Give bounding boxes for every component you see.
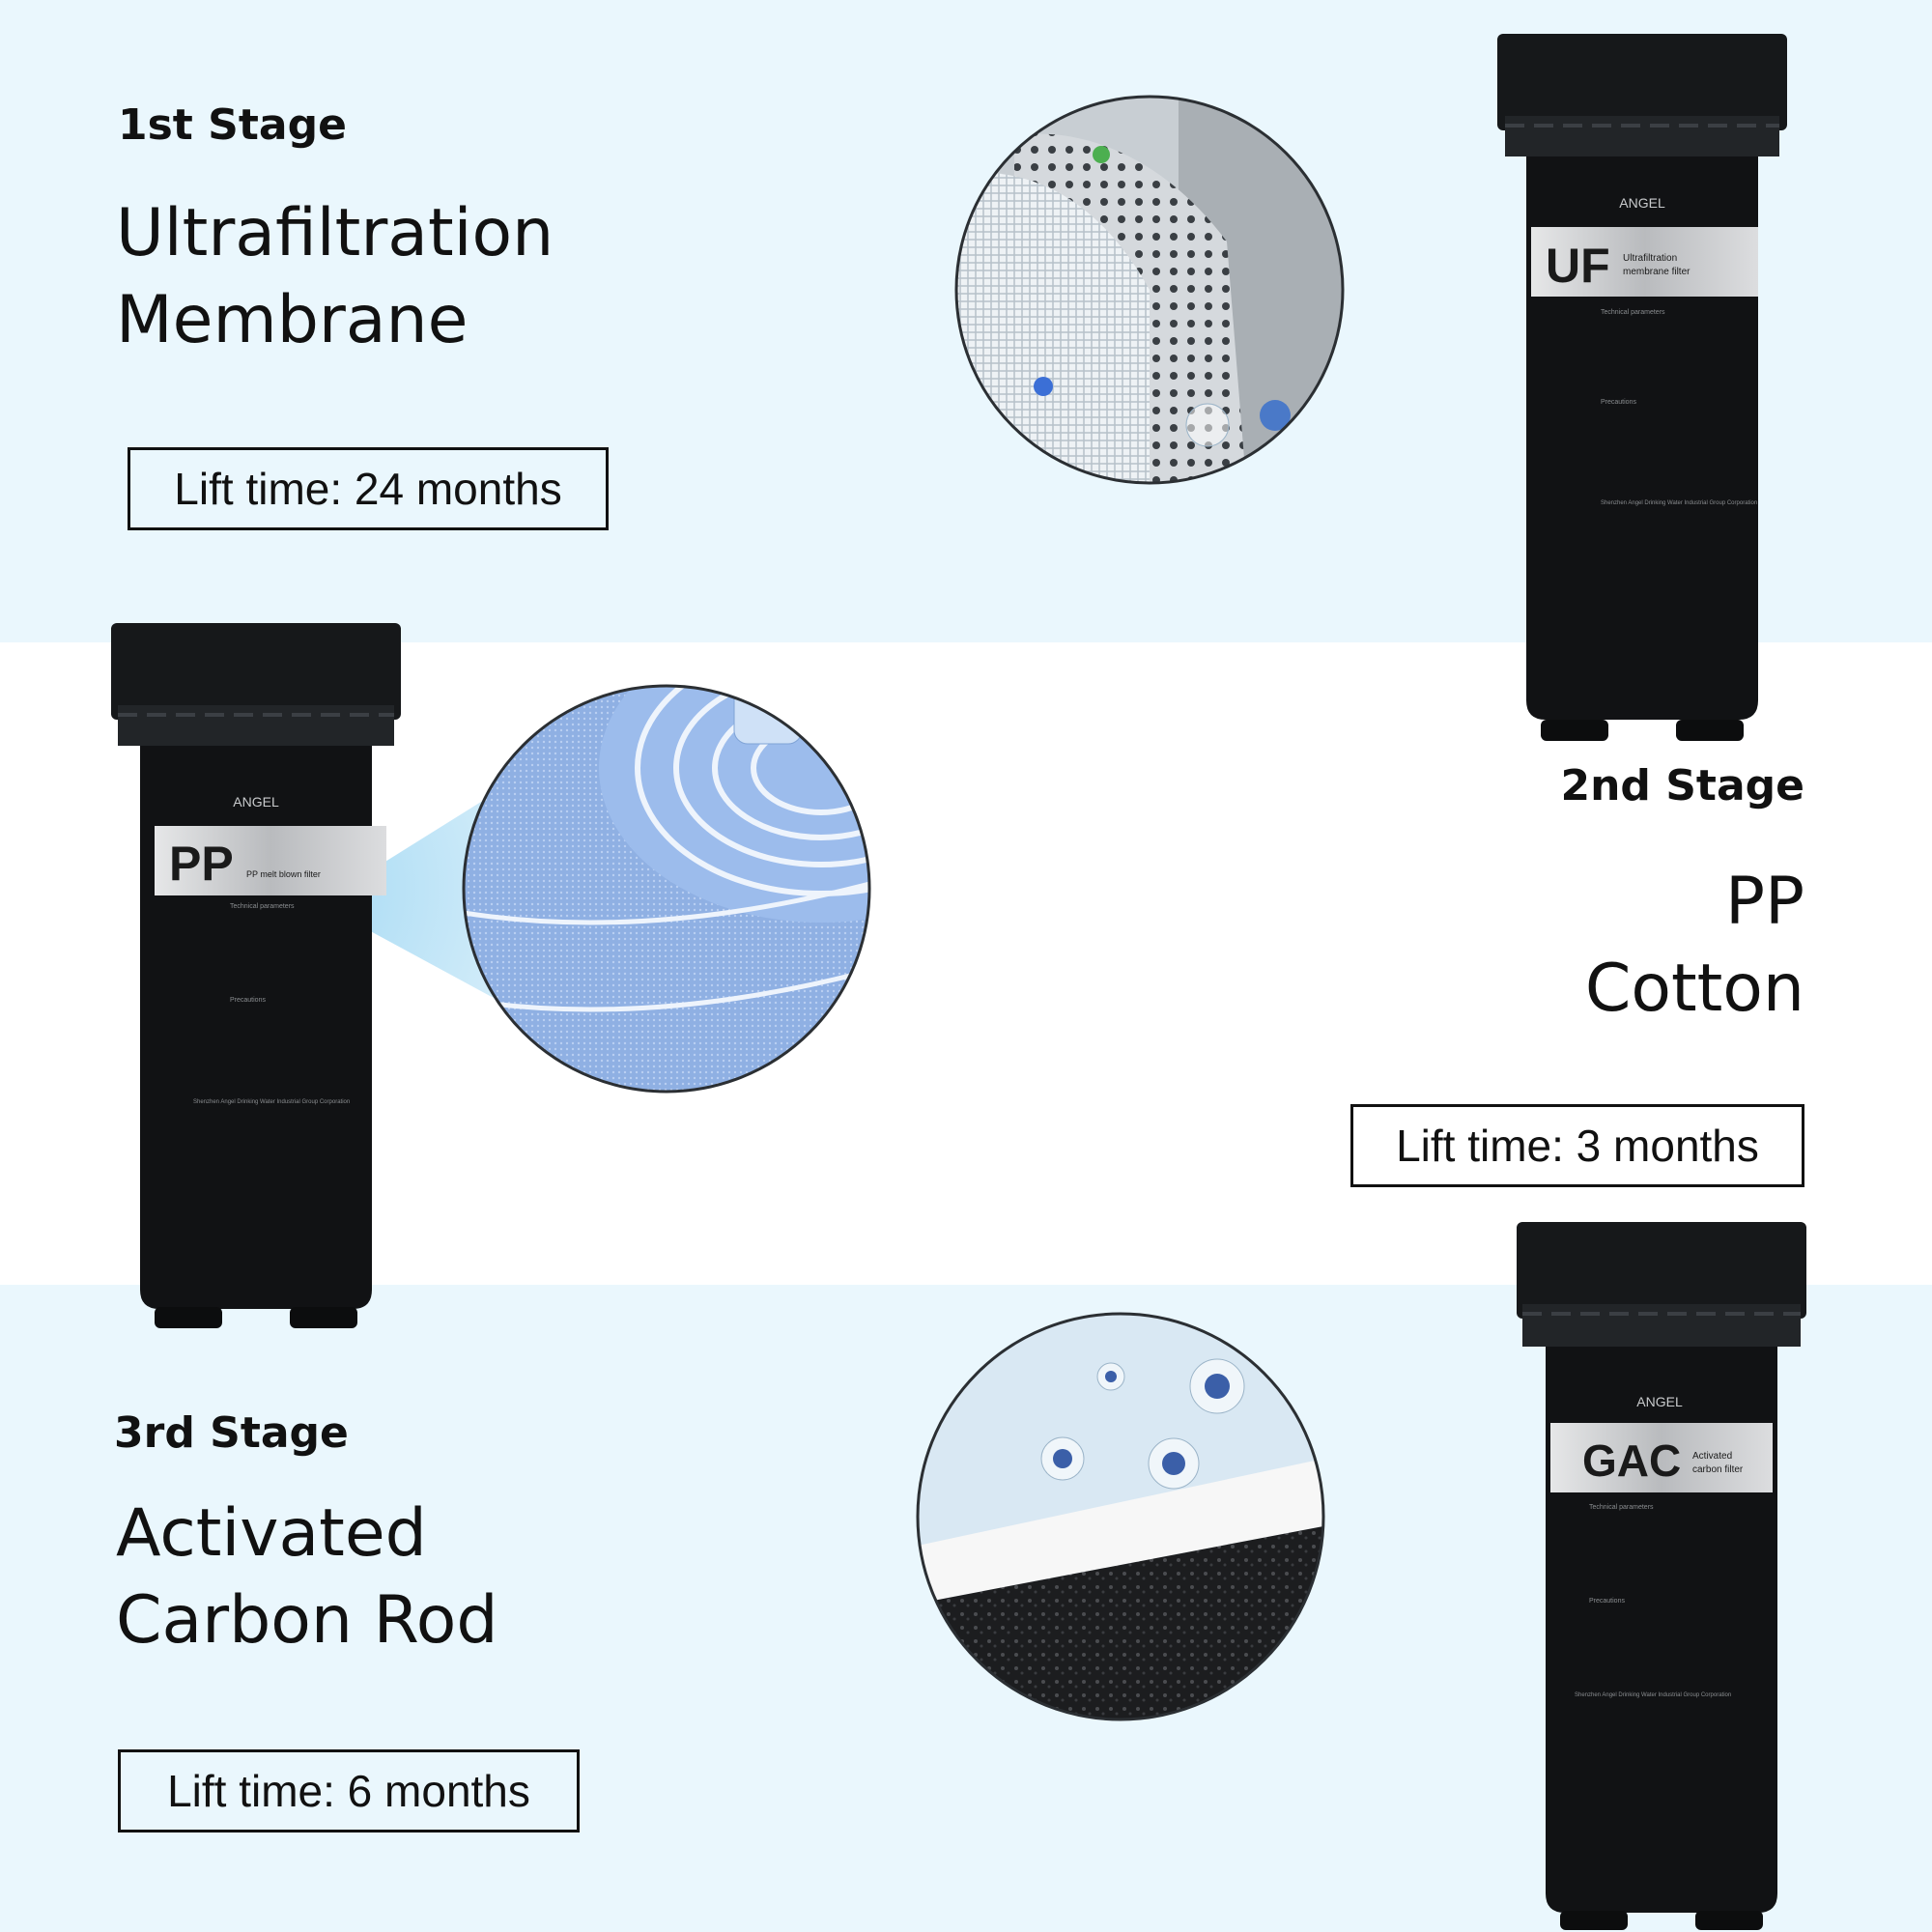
stage2-lifetime-box: Lift time: 3 months	[1350, 1104, 1804, 1187]
pp-technical-heading: Technical parameters	[230, 903, 295, 910]
stage1-lifetime-box: Lift time: 24 months	[128, 447, 609, 530]
stage1-title-line2: Membrane	[116, 282, 469, 358]
pp-maker-text: Shenzhen Angel Drinking Water Industrial…	[193, 1099, 350, 1105]
uf-silver-label	[1531, 227, 1758, 297]
gac-code-text: GAC	[1582, 1435, 1681, 1486]
uf-closeup-ring	[954, 95, 1345, 485]
uf-technical-heading: Technical parameters	[1601, 309, 1665, 316]
gac-desc-line1: Activated	[1692, 1451, 1732, 1462]
gac-closeup-ring	[916, 1312, 1325, 1721]
gac-technical-heading: Technical parameters	[1589, 1504, 1654, 1511]
uf-code-text: UF	[1546, 239, 1610, 293]
uf-filter-illustration: ANGEL UF Ultrafiltration membrane filter…	[954, 34, 1787, 741]
pp-closeup-ring	[462, 684, 871, 1094]
stage1-title: Ultrafiltration Membrane	[116, 190, 554, 364]
pp-silver-label	[155, 826, 386, 895]
gac-silver-label	[1550, 1423, 1773, 1492]
gac-filter-illustration: ANGEL GAC Activated carbon filter Techni…	[916, 1222, 1806, 1930]
stage1-label: 1st Stage	[118, 100, 347, 150]
pp-filter-illustration: ANGEL PP PP melt blown filter Technical …	[111, 623, 871, 1328]
uf-brand-text: ANGEL	[1619, 195, 1665, 211]
gac-cartridge: ANGEL GAC Activated carbon filter Techni…	[1517, 1222, 1806, 1930]
stage2-title-line1: PP	[1724, 864, 1804, 940]
stage3-title-line2: Carbon Rod	[116, 1582, 498, 1659]
gac-carbon-closeup	[918, 1314, 1323, 1719]
stage2-label: 2nd Stage	[1560, 761, 1804, 810]
stage3-title-line1: Activated	[116, 1495, 427, 1572]
stage2-title: PP Cotton	[1585, 859, 1804, 1033]
uf-maker-text: Shenzhen Angel Drinking Water Industrial…	[1601, 500, 1757, 506]
uf-membrane-closeup	[956, 97, 1343, 483]
stage3-label: 3rd Stage	[114, 1408, 349, 1458]
pp-brand-text: ANGEL	[233, 794, 279, 810]
gac-brand-text: ANGEL	[1636, 1394, 1683, 1409]
pp-code-text: PP	[169, 837, 234, 891]
stage1-title-line1: Ultrafiltration	[116, 195, 554, 271]
gac-desc-line2: carbon filter	[1692, 1464, 1744, 1475]
stage2-title-line2: Cotton	[1584, 951, 1804, 1027]
gac-precautions-heading: Precautions	[1589, 1598, 1625, 1605]
uf-desc-line2: membrane filter	[1623, 267, 1690, 277]
uf-precautions-heading: Precautions	[1601, 399, 1636, 406]
uf-desc-line1: Ultrafiltration	[1623, 253, 1677, 264]
gac-maker-text: Shenzhen Angel Drinking Water Industrial…	[1575, 1692, 1731, 1698]
stage3-title: Activated Carbon Rod	[116, 1491, 498, 1664]
stage3-lifetime-box: Lift time: 6 months	[118, 1749, 580, 1833]
pp-spiral-closeup	[464, 686, 869, 1092]
pp-precautions-heading: Precautions	[230, 997, 266, 1004]
pp-cartridge: ANGEL PP PP melt blown filter Technical …	[111, 623, 401, 1328]
pp-desc-line1: PP melt blown filter	[246, 869, 321, 879]
uf-cartridge: ANGEL UF Ultrafiltration membrane filter…	[1497, 34, 1787, 741]
